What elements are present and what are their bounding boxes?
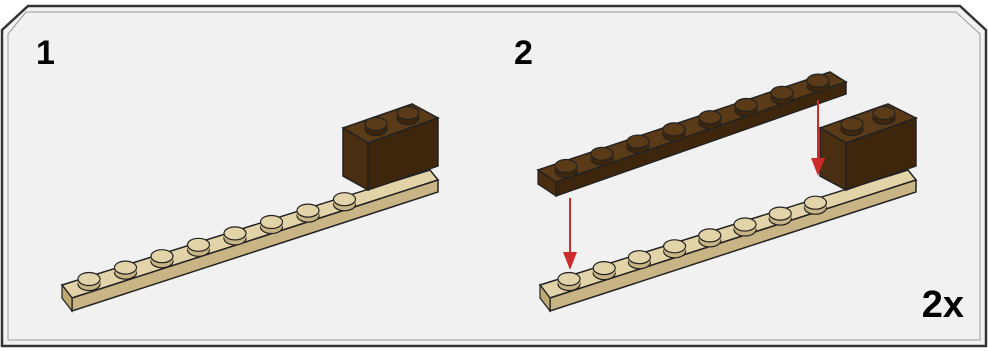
step-number-1: 1 [36,34,55,72]
plate-stud [557,271,581,292]
brown-plate-top-step2 [536,71,848,183]
tan-plate-studs-step2 [557,195,828,292]
plate-stud [698,228,722,248]
plate-stud [803,195,828,215]
plate-stud [259,214,284,235]
plate-stud [770,85,794,105]
quantity-label: 2x [921,284,964,326]
plate-stud [733,217,757,237]
plate-stud [296,203,320,223]
brown-brick-side-step1 [367,116,439,192]
step-1-illustration [60,103,440,313]
brown-plate-end-step2 [537,168,557,198]
plate-stud [662,122,686,142]
brick-stud [840,116,864,137]
plate-stud [626,134,650,154]
brick-stud [396,105,420,126]
tan-plate-end-step1 [61,283,73,313]
plate-stud [698,110,722,130]
step-number-2: 2 [514,34,533,72]
plate-stud [332,192,357,212]
brown-brick-studs-step1 [364,105,420,137]
plate-stud [554,158,578,179]
brick-stud [364,116,388,137]
plate-stud [186,237,211,257]
plate-stud [113,260,138,280]
brown-plate-side-step2 [555,80,847,198]
brown-brick-studs-step2 [840,105,896,137]
brown-plate-studs-step2 [554,73,830,179]
plate-stud [662,239,687,259]
tan-plate-step2 [538,169,918,299]
plate-stud [806,73,830,93]
plate-stud [77,271,101,292]
tan-plate-step1 [60,169,440,299]
placement-arrow-right [811,100,825,176]
tan-plate-studs-step1 [77,192,357,292]
panel-inner-border [7,11,981,341]
plate-stud [768,206,792,226]
panel-frame [0,4,988,348]
placement-arrow-left [563,198,577,270]
tan-plate-side-step1 [71,178,439,313]
plate-stud [590,146,614,166]
brown-brick-side-step2 [845,116,917,192]
step-2-illustration [536,71,918,313]
plate-stud [627,250,652,270]
tan-plate-end-step2 [539,283,551,313]
plate-stud [150,249,174,269]
plate-stud [734,97,758,118]
tan-plate-side-step2 [549,178,917,313]
plate-stud [592,261,616,281]
plate-stud [223,226,247,246]
brick-stud [872,105,896,126]
